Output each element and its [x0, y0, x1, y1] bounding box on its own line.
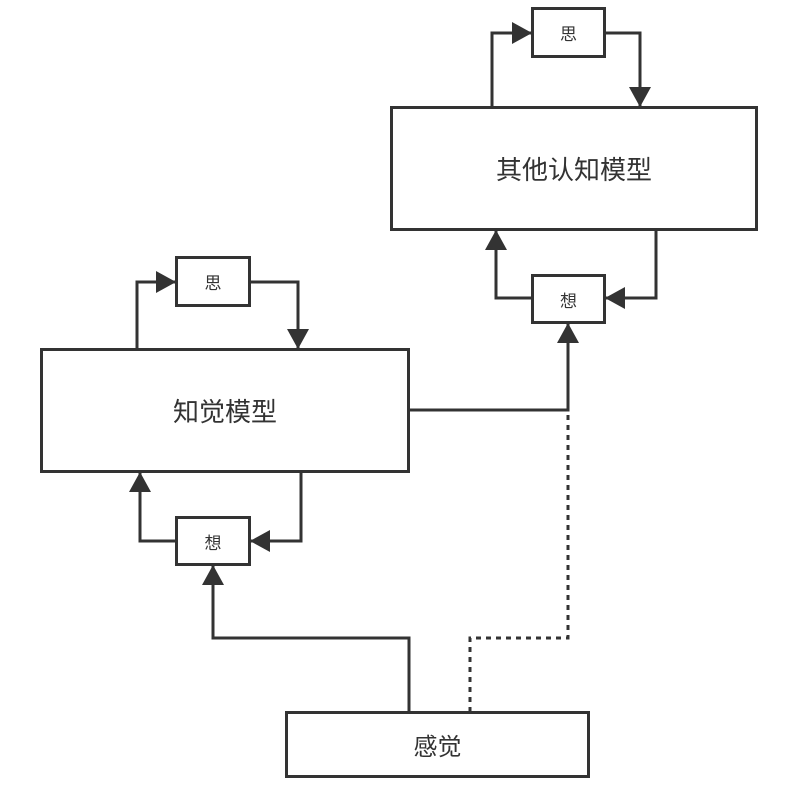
- edge-perception-model-to-xiang: [250, 472, 303, 552]
- edge-perception-model-to-si: [135, 271, 176, 349]
- edge-sensation-to-perception-xiang: [202, 565, 411, 712]
- node-label: 知觉模型: [172, 398, 277, 428]
- node-sensation: 感觉: [285, 711, 590, 778]
- edge-other-model-to-si: [490, 22, 532, 107]
- node-label: 思: [204, 274, 222, 294]
- edge-other-si-to-model: [605, 31, 651, 107]
- node-other-si: 思: [531, 7, 606, 58]
- node-label: 想: [560, 291, 577, 312]
- node-label: 想: [204, 533, 222, 554]
- node-perception-model: 知觉模型: [40, 348, 410, 473]
- edge-perception-xiang-to-model: [129, 472, 176, 543]
- node-perception-si: 思: [175, 256, 251, 307]
- node-other-xiang: 想: [531, 274, 606, 324]
- node-label: 感觉: [413, 733, 462, 761]
- edge-other-xiang-to-model: [485, 230, 532, 300]
- edge-perception-to-other-xiang: [409, 323, 579, 412]
- node-other-cognitive-model: 其他认知模型: [390, 106, 758, 231]
- edge-perception-si-to-model: [250, 280, 309, 349]
- node-label: 其他认知模型: [495, 156, 652, 186]
- edge-sensation-to-other-xiang-dotted: [468, 412, 570, 712]
- node-perception-xiang: 想: [175, 516, 251, 566]
- edge-other-model-to-xiang: [605, 230, 658, 309]
- node-label: 思: [560, 25, 577, 45]
